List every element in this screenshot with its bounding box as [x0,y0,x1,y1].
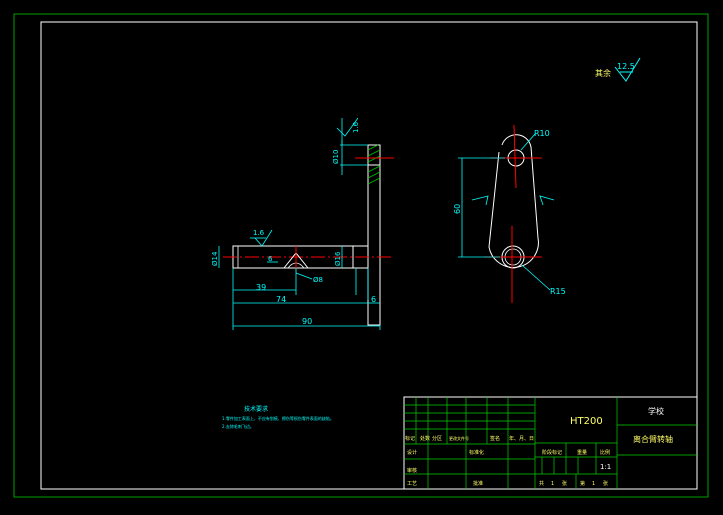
hdr-date: 年、月、日 [509,435,534,442]
dim-dia-shaft-right: Ø16 [334,251,342,266]
sheet-total: 1 [551,481,554,487]
roughness-other-label: 其余 [595,68,611,78]
hdr-fenqu: 分区 [432,435,442,442]
title-block-grid [404,397,697,489]
row-pizhun: 批准 [473,480,483,487]
side-centerlines [484,124,542,303]
roughness-symbol [614,57,641,82]
dim-r10: R10 [534,129,550,138]
hdr-qianming: 签名 [490,435,500,442]
roughness-other-value: 12.5 [617,62,635,71]
row-sheji: 设计 [407,449,417,456]
tech-note-2: 2.去除毛刺飞边。 [222,423,254,429]
title-block-frame [403,396,698,490]
tech-note-1: 1.零件加工表面上，不应有划痕、擦伤等损伤零件表面的缺陷。 [222,415,334,421]
part-name-label: 离合臂转轴 [633,434,673,444]
general-roughness-note: 其余 12.5 [595,57,641,82]
row-gongyi: 工艺 [407,481,417,487]
hdr-chushu: 处数 [420,435,430,442]
sheet-zhang-a: 张 [562,480,567,487]
row-biaozhunhua: 标准化 [469,449,484,456]
hdr-gengwen: 更改文件号 [449,435,469,441]
dim-hole-depth: 6 [268,255,273,263]
dim-6: 6 [371,295,376,304]
roughness-top-value: 1.6 [352,121,360,133]
school-label: 学校 [648,406,664,416]
side-dimension-lines [458,133,555,291]
front-dimension-lines [218,140,381,330]
row-bili: 比例 [600,449,610,456]
dim-39: 39 [256,283,266,292]
dim-90: 90 [302,317,312,326]
lever-outline [488,134,539,268]
sheet-zhang-b: 张 [603,480,608,487]
dim-dia-shaft-left: Ø14 [211,251,219,266]
roughness-symbol-shaft [254,229,273,247]
drawing-border [40,21,698,490]
arm-section-hatch [367,144,381,185]
sheet-gong: 共 [539,480,544,487]
row-zhongliang: 重量 [577,449,587,456]
title-block: HT200 学校 离合臂转轴 1:1 标记 处数 分区 更改文件号 签名 年、月… [403,396,698,490]
row-jieduan: 阶段标记 [542,449,562,456]
tech-notes-title: 技术要求 [244,405,268,413]
roughness-symbol-top [336,117,359,137]
dim-74: 74 [276,295,286,304]
tech-requirements: 技术要求 1.零件加工表面上，不应有划痕、擦伤等损伤零件表面的缺陷。 2.去除毛… [222,405,334,429]
outer-frame [13,13,709,498]
sheet-di: 第 [580,480,585,487]
scale-value: 1:1 [600,463,611,471]
row-shenhe: 审核 [407,467,417,474]
dim-hole-dia: Ø8 [313,276,323,284]
arm-outline [367,144,381,326]
sheet-num: 1 [592,481,595,487]
dim-dia-top: Ø10 [332,150,340,164]
roughness-shaft-value: 1.6 [253,229,265,237]
material-label: HT200 [570,416,603,427]
side-view: R10 R15 60 [453,124,566,303]
hdr-biaoji: 标记 [405,435,415,442]
front-view: 39 74 6 90 6 Ø8 Ø14 Ø16 Ø10 1.6 1.6 [211,117,394,330]
dim-60: 60 [453,204,462,214]
dim-r15: R15 [550,287,566,296]
